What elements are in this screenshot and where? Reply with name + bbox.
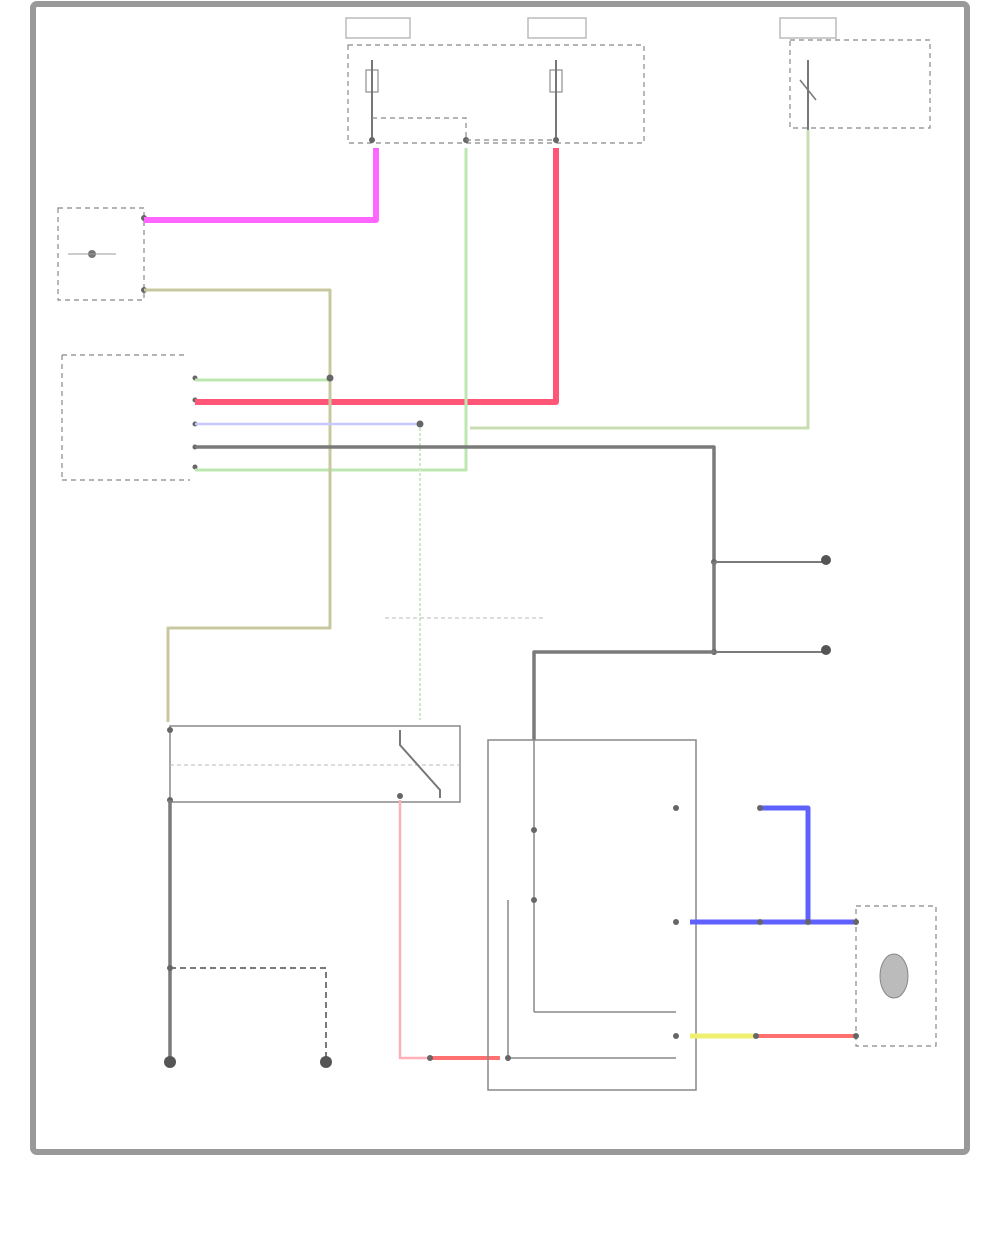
motor xyxy=(853,905,937,1047)
wire-light-red xyxy=(398,800,430,1060)
wire-gray-main xyxy=(195,445,716,560)
wire-red xyxy=(195,148,559,405)
wire-pink xyxy=(144,148,379,223)
relay-switch-icon xyxy=(399,730,441,798)
ground-icon xyxy=(164,1056,176,1068)
wire-green-a xyxy=(195,148,468,472)
ground-icon xyxy=(821,645,831,655)
wire-blue-a xyxy=(760,805,811,922)
ground-icon xyxy=(821,555,831,565)
wire-olive xyxy=(144,288,332,722)
wire-green-b xyxy=(470,130,810,430)
ground-icon xyxy=(320,1056,332,1068)
motor-icon xyxy=(879,953,909,999)
fuse-block xyxy=(345,17,645,144)
fusible-link xyxy=(779,17,931,130)
horn xyxy=(57,207,147,301)
diagram-frame xyxy=(30,1,970,1155)
relay xyxy=(167,725,461,803)
combination-switch xyxy=(487,739,697,1091)
control-unit xyxy=(61,354,198,481)
